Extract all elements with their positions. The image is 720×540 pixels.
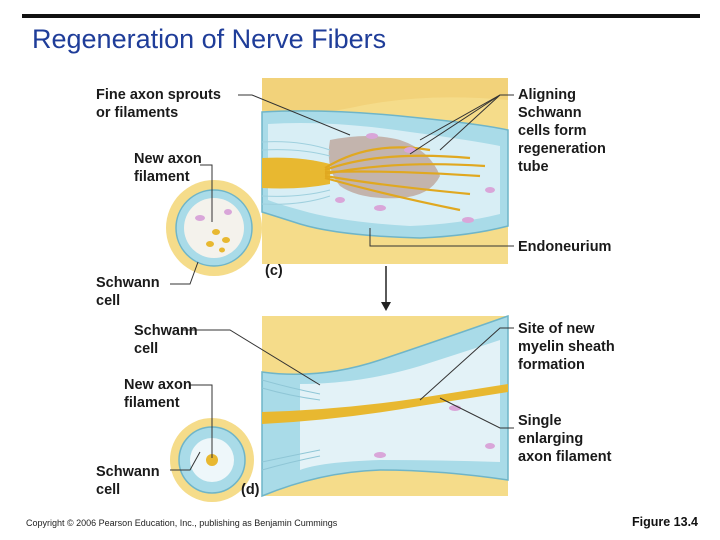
leader-lines xyxy=(170,94,514,471)
label-site-new-myelin-sheath: Site of new myelin sheath formation xyxy=(518,320,615,374)
label-line: myelin sheath xyxy=(518,339,615,355)
label-line: formation xyxy=(518,357,585,373)
panel-label-d: (d) xyxy=(241,482,260,498)
label-fine-axon-sprouts: Fine axon sprouts or filaments xyxy=(96,86,221,122)
label-line: Fine axon sprouts xyxy=(96,87,221,103)
panel-c-illustration xyxy=(261,78,509,264)
label-line: filament xyxy=(124,395,180,411)
panel-d-illustration xyxy=(261,314,509,498)
label-line: Schwann xyxy=(96,275,160,291)
top-rule xyxy=(22,14,700,18)
label-new-axon-filament-c: New axon filament xyxy=(134,150,202,186)
label-schwann-cell-d-bottom: Schwann cell xyxy=(96,463,160,499)
panel-d-cross-section xyxy=(170,418,254,502)
label-line: regeneration xyxy=(518,141,606,157)
label-schwann-cell-d-top: Schwann cell xyxy=(134,322,198,358)
label-aligning-schwann-cells: Aligning Schwann cells form regeneration… xyxy=(518,86,606,176)
panel-c-cross-section xyxy=(166,180,262,276)
label-line: axon filament xyxy=(518,449,612,465)
label-line: Schwann xyxy=(96,464,160,480)
label-endoneurium: Endoneurium xyxy=(518,239,612,255)
label-new-axon-filament-d: New axon filament xyxy=(124,376,192,412)
label-line: New axon xyxy=(124,377,192,393)
label-line: Single xyxy=(518,413,562,429)
label-line: Schwann xyxy=(134,323,198,339)
label-line: or filaments xyxy=(96,105,179,121)
label-line: Site of new xyxy=(518,321,595,337)
label-line: filament xyxy=(134,169,190,185)
figure-number: Figure 13.4 xyxy=(632,515,698,529)
label-line: cell xyxy=(134,341,159,357)
transition-arrow xyxy=(381,266,391,311)
copyright-notice: Copyright © 2006 Pearson Education, Inc.… xyxy=(26,518,338,528)
slide-title: Regeneration of Nerve Fibers xyxy=(32,24,387,54)
label-line: New axon xyxy=(134,151,202,167)
label-line: cell xyxy=(96,293,121,309)
label-line: cell xyxy=(96,482,121,498)
label-single-enlarging-axon: Single enlarging axon filament xyxy=(518,412,611,466)
label-line: Schwann xyxy=(518,105,582,121)
label-line: Aligning xyxy=(518,87,576,103)
label-line: enlarging xyxy=(518,431,584,447)
label-line: cells form xyxy=(518,123,587,139)
label-line: tube xyxy=(518,159,549,175)
panel-label-c: (c) xyxy=(265,263,283,279)
label-schwann-cell-c: Schwann cell xyxy=(96,274,160,310)
